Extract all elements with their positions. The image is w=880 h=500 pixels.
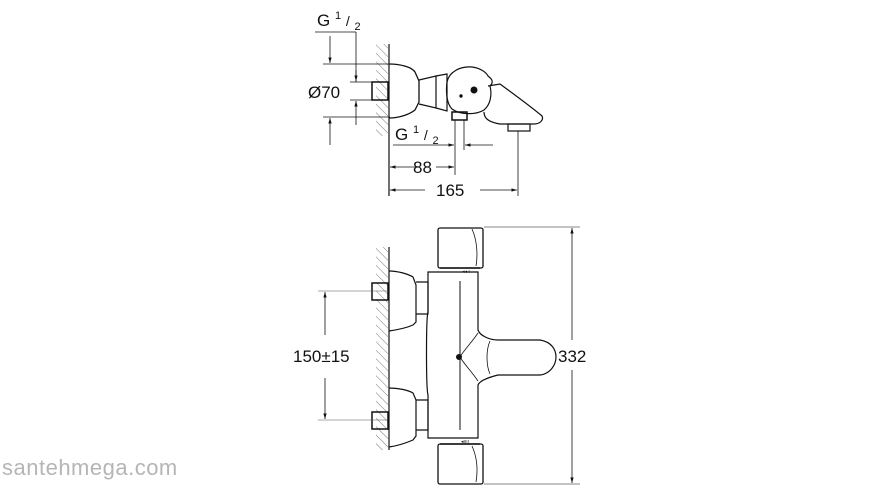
label-total-height: 332	[558, 347, 586, 366]
front-view: ◂◂ ı ◂ıııı	[318, 226, 580, 485]
lower-escutcheon	[388, 387, 417, 448]
escutcheon-top	[388, 63, 420, 119]
watermark: santehmega.com	[2, 455, 178, 480]
upper-escutcheon	[388, 270, 417, 332]
label-diameter: Ø70	[308, 83, 340, 102]
shower-outlet-top	[451, 111, 468, 121]
wall-hatch-top	[376, 44, 388, 136]
svg-text:◂ıııı: ◂ıııı	[461, 439, 469, 445]
thermostat-body	[425, 271, 557, 439]
control-handle-top	[445, 66, 493, 115]
label-outlet-thread: G 1 / 2	[395, 118, 439, 147]
label-depth-165: 165	[436, 181, 464, 200]
inlet-connector	[371, 81, 389, 101]
upper-inlet-connector	[371, 282, 389, 301]
svg-text:◂◂ ı: ◂◂ ı	[462, 269, 470, 275]
label-depth-88: 88	[413, 158, 432, 177]
top-view	[315, 31, 544, 196]
spout-top	[483, 83, 544, 125]
lower-inlet-connector	[371, 411, 389, 430]
label-inlet-spacing: 150±15	[293, 347, 350, 366]
wall-hatch-front	[376, 247, 388, 450]
label-inlet-thread: G 1 / 2	[317, 4, 361, 33]
